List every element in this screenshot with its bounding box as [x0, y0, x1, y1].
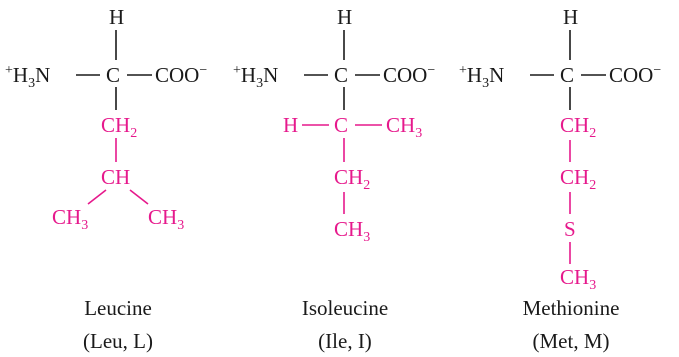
leucine-name: Leucine	[84, 296, 152, 320]
isoleucine-name: Isoleucine	[302, 296, 388, 320]
methionine-h: H	[563, 5, 578, 29]
methionine-sulfur: S	[564, 217, 576, 241]
isoleucine-beta-carbon: C	[334, 113, 348, 137]
isoleucine-amino-group: +H3N	[233, 63, 278, 91]
methionine-alpha-carbon: C	[560, 63, 574, 87]
leucine-ch: CH	[101, 165, 130, 189]
isoleucine-ch3-end: CH3	[334, 217, 370, 245]
methionine-structure: H +H3N C COO− CH2 CH2 S CH3	[459, 5, 661, 293]
leucine-carboxylate: COO−	[155, 63, 207, 87]
leucine-amino-group: +H3N	[5, 63, 50, 91]
methionine-abbrev: (Met, M)	[533, 329, 610, 353]
leucine-ch-ch3-right-bond	[129, 189, 149, 205]
isoleucine-side-h: H	[283, 113, 298, 137]
methionine-carboxylate: COO−	[609, 63, 661, 87]
methionine-name: Methionine	[523, 296, 620, 320]
leucine-alpha-carbon: C	[106, 63, 120, 87]
isoleucine-ch3: CH3	[386, 113, 422, 141]
methionine-amino-group: +H3N	[459, 63, 504, 91]
leucine-ch3-left: CH3	[52, 205, 88, 233]
isoleucine-ch2: CH2	[334, 165, 370, 193]
methionine-ch3: CH3	[560, 265, 596, 293]
leucine-structure: H +H3N C COO− CH2 CH CH3 CH3	[5, 5, 207, 233]
isoleucine-alpha-carbon: C	[334, 63, 348, 87]
isoleucine-structure: H +H3N C COO− H C CH3 CH2 CH3	[233, 5, 435, 245]
leucine-ch2: CH2	[101, 113, 137, 141]
isoleucine-h: H	[337, 5, 352, 29]
isoleucine-carboxylate: COO−	[383, 63, 435, 87]
leucine-ch3-right: CH3	[148, 205, 184, 233]
methionine-ch2-b: CH2	[560, 165, 596, 193]
isoleucine-abbrev: (Ile, I)	[318, 329, 372, 353]
leucine-abbrev: (Leu, L)	[83, 329, 153, 353]
leucine-ch-ch3-left-bond	[87, 189, 107, 205]
leucine-h: H	[109, 5, 124, 29]
methionine-ch2-a: CH2	[560, 113, 596, 141]
